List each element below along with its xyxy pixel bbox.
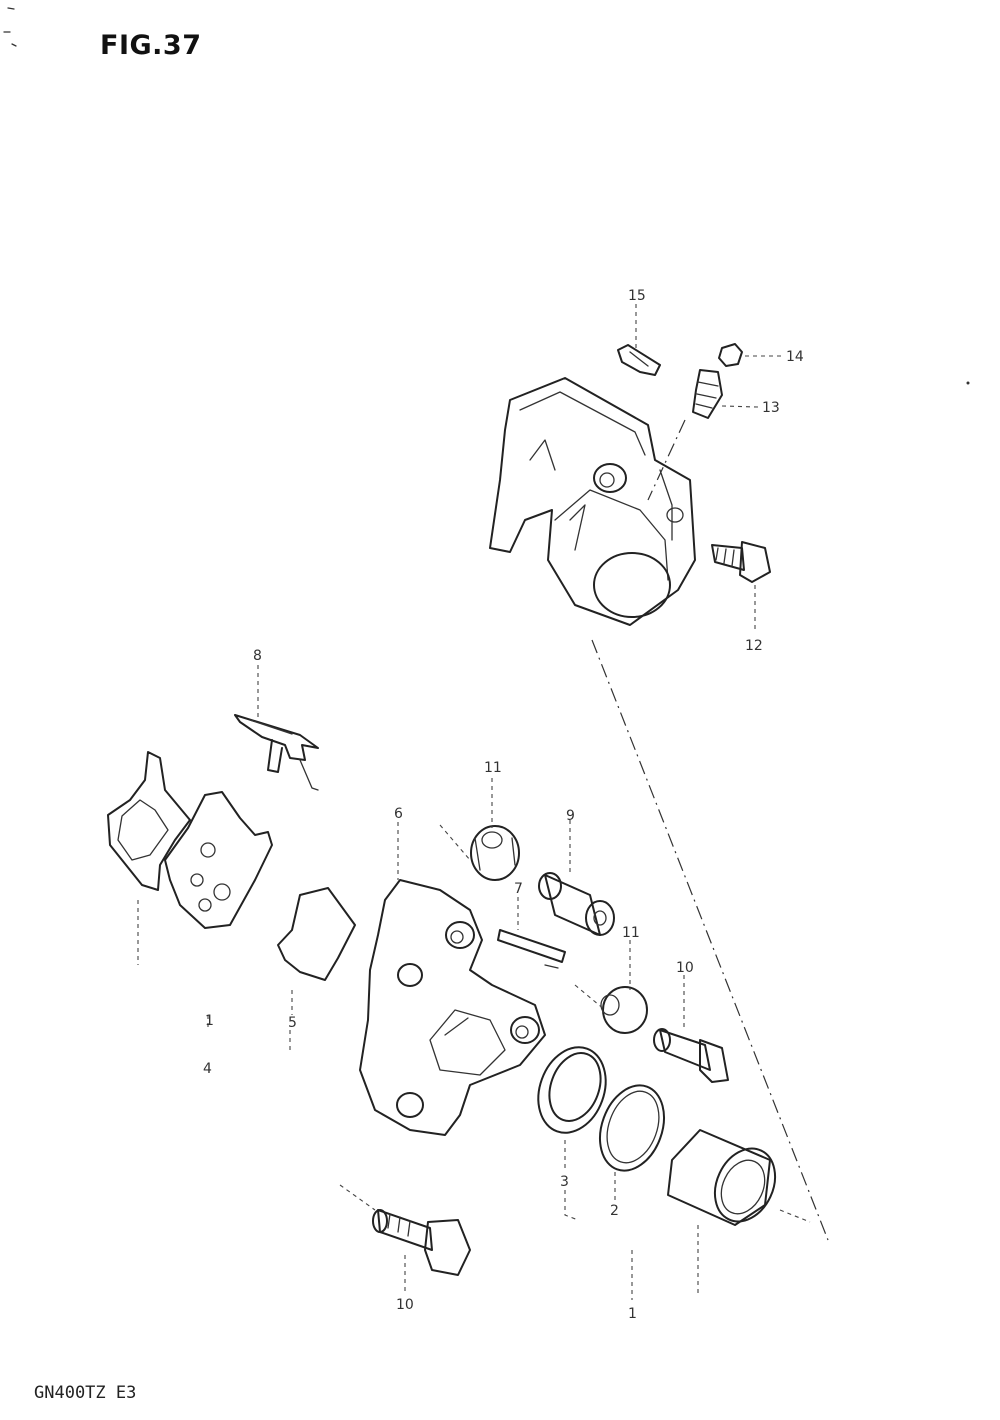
callout-7: 7 (514, 881, 523, 897)
boot-upper-center-line (439, 824, 471, 861)
piston-part-1 (667, 1129, 777, 1226)
callout-4: 4 (203, 1061, 212, 1077)
piston-center-line (779, 1209, 811, 1223)
bolt-bottom-center-line (339, 1184, 376, 1211)
callout-15: 15 (628, 288, 646, 304)
pad-spring-part-8 (234, 714, 319, 791)
dust-seal-part-3 (537, 1046, 607, 1134)
clip-part-15 (617, 344, 661, 376)
figure-title: FIG.37 (100, 30, 202, 61)
callout-14: 14 (786, 349, 804, 365)
brake-pad-part-4 (164, 791, 273, 929)
callout-10-bottom: 10 (396, 1297, 414, 1313)
piston-seal-part-2 (599, 1084, 665, 1172)
slide-bolt-part-10-bottom (372, 1209, 471, 1276)
callout-2: 2 (610, 1203, 619, 1219)
callout-13: 13 (762, 400, 780, 416)
rubber-boot-part-11-upper (470, 825, 520, 881)
callout-11-upper: 11 (484, 760, 502, 776)
callout-9: 9 (566, 808, 575, 824)
callout-8: 8 (253, 648, 262, 664)
mounting-bolt-part-12 (711, 541, 771, 583)
callout-leaders (137, 304, 782, 1300)
callout-6: 6 (394, 806, 403, 822)
callout-10-right: 10 (676, 960, 694, 976)
brake-pad-backing-part-1 (107, 751, 191, 891)
slide-bolt-part-10-right (653, 1028, 729, 1083)
callout-5: 5 (288, 1015, 297, 1031)
caliper-assembly-upper (489, 377, 696, 626)
caliper-bracket-part-6 (359, 879, 546, 1136)
callout-3: 3 (560, 1174, 569, 1190)
boot-lower-center-line (574, 984, 606, 1011)
scan-artifacts (3, 7, 970, 385)
callout-11-lower: 11 (622, 925, 640, 941)
model-code: GN400TZ E3 (34, 1383, 137, 1403)
rubber-boot-part-11-lower (600, 986, 648, 1034)
slide-sleeve-part-9 (538, 872, 615, 936)
assembly-center-line (591, 639, 829, 1241)
pad-shim-part-5 (277, 887, 356, 981)
bleeder-valve-part-13 (692, 369, 723, 419)
pad-pin-part-7 (497, 929, 566, 969)
callout-1-bottom: 1 (628, 1306, 637, 1322)
callout-1-left: 1 (205, 1013, 214, 1029)
bleeder-cap-part-14 (718, 343, 743, 367)
callout-12: 12 (745, 638, 763, 654)
